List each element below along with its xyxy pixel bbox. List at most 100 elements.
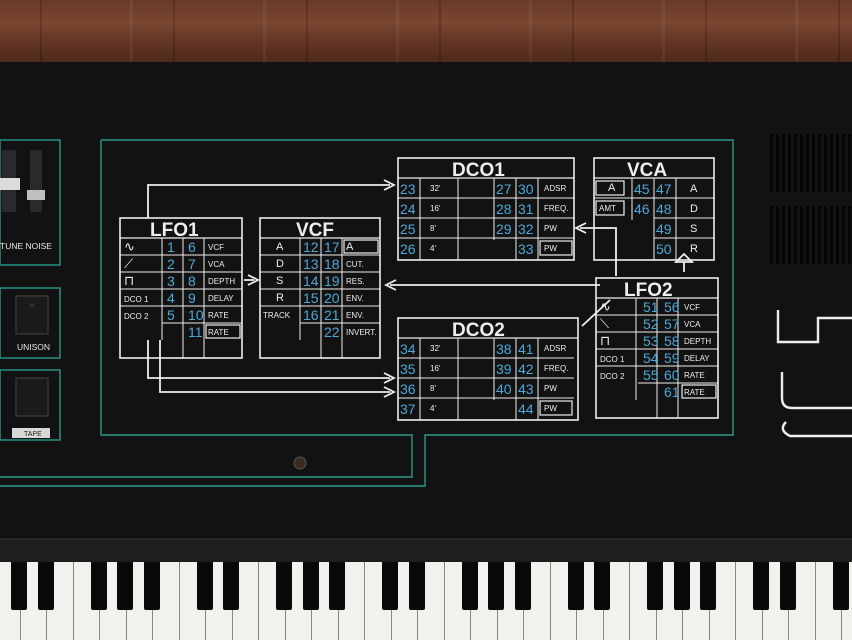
dco2-num-b-0: 38: [496, 341, 512, 357]
vcf-label-2: RES.: [346, 277, 365, 286]
vcf-label-5: INVERT.: [346, 328, 377, 337]
dco2-num-a-1: 35: [400, 361, 416, 377]
dco1-num-b-2: 29: [496, 221, 512, 237]
dco2-num-c-3: 44: [518, 401, 534, 417]
black-key[interactable]: [832, 562, 849, 610]
dco1-feet-3: 4': [430, 244, 436, 253]
vcf-label-1: CUT.: [346, 260, 364, 269]
vcf-num-right-1: 18: [324, 256, 340, 272]
panel-border-inner: [0, 140, 413, 478]
lfo1-rate-pill: [205, 324, 241, 339]
lfo2-num-right-3: 59: [664, 350, 680, 366]
vcf-attack-pill: [343, 239, 379, 254]
black-key[interactable]: [700, 562, 717, 610]
lfo1-num-left-2: 3: [167, 273, 175, 289]
dco1-feet-2: 8': [430, 224, 436, 233]
lfo1-num-left-1: 2: [167, 256, 175, 272]
dco1-label-1: FREQ.: [544, 204, 568, 213]
tune-slider-cap[interactable]: [0, 178, 20, 190]
vcf-label-0: A: [346, 241, 354, 253]
noise-slider[interactable]: [30, 150, 42, 212]
black-key[interactable]: [514, 562, 531, 610]
black-key[interactable]: [329, 562, 346, 610]
vca-left-1: AMT: [599, 204, 616, 213]
black-key[interactable]: [647, 562, 664, 610]
black-key[interactable]: [382, 562, 399, 610]
lfo1-wave-3: DCO 1: [124, 295, 149, 304]
vcf-num-right-4: 21: [324, 307, 340, 323]
black-key[interactable]: [488, 562, 505, 610]
dco2-label-2: PW: [544, 384, 557, 393]
black-key[interactable]: [779, 562, 796, 610]
black-key[interactable]: [567, 562, 584, 610]
dco2-feet-3: 4': [430, 404, 436, 413]
lfo2-label-5: RATE: [684, 388, 705, 397]
lfo2-num-right-1: 57: [664, 316, 680, 332]
black-key[interactable]: [196, 562, 213, 610]
lfo1-label-0: VCF: [208, 243, 224, 252]
lfo1-label-1: VCA: [208, 260, 225, 269]
lfo2-num-right-5: 61: [664, 384, 680, 400]
dco1-num-a-2: 25: [400, 221, 416, 237]
lfo2-wave-2: ⊓: [600, 333, 610, 348]
panel-screw: [293, 456, 307, 470]
lfo2-label-3: DELAY: [684, 354, 710, 363]
vcf-num-right-2: 19: [324, 273, 340, 289]
noise-slider-cap[interactable]: [27, 190, 45, 200]
black-key[interactable]: [11, 562, 28, 610]
lfo1-num-left-4: 5: [167, 307, 175, 323]
black-key[interactable]: [461, 562, 478, 610]
black-key[interactable]: [223, 562, 240, 610]
dco2-feet-1: 16': [430, 364, 441, 373]
lfo1-num-right-4: 10: [188, 307, 204, 323]
black-key[interactable]: [143, 562, 160, 610]
vca-left-pill-1: [595, 200, 625, 216]
dco1-num-a-0: 23: [400, 181, 416, 197]
dco1-label-0: ADSR: [544, 184, 566, 193]
black-key[interactable]: [37, 562, 54, 610]
lfo1-wave-0: ∿: [124, 239, 135, 254]
unison-button[interactable]: [15, 295, 49, 335]
logo-shape-bottom: [781, 421, 852, 438]
lfo2-label-0: VCF: [684, 303, 700, 312]
black-key[interactable]: [117, 562, 134, 610]
dco2-num-a-3: 37: [400, 401, 416, 417]
lfo2-rate-pill: [681, 384, 717, 399]
black-key[interactable]: [673, 562, 690, 610]
dco2-feet-0: 32': [430, 344, 441, 353]
vcf-label-4: ENV.: [346, 311, 364, 320]
black-key[interactable]: [302, 562, 319, 610]
dco2-label-0: ADSR: [544, 344, 566, 353]
logo-shape-mid: [780, 372, 852, 410]
lfo2-num-left-3: 54: [643, 350, 659, 366]
black-key[interactable]: [594, 562, 611, 610]
dco2-num-c-1: 42: [518, 361, 534, 377]
logo-shape-top: [776, 310, 852, 344]
vca-num-b-2: 49: [656, 221, 672, 237]
dco1-num-c-0: 30: [518, 181, 534, 197]
panel-border: [0, 139, 734, 487]
vcf-num-left-1: 13: [303, 256, 319, 272]
black-key[interactable]: [408, 562, 425, 610]
lfo2-label-1: VCA: [684, 320, 701, 329]
dco2-feet-2: 8': [430, 384, 436, 393]
black-key[interactable]: [276, 562, 293, 610]
lfo2-wave-1: ⟍: [600, 316, 610, 331]
dco2-pw-pill: [539, 400, 573, 416]
vca-num-b-1: 48: [656, 201, 672, 217]
lfo2-num-right-0: 56: [664, 299, 680, 315]
vcf-env-label-2: S: [276, 275, 283, 287]
tune-noise-frame: [0, 139, 61, 266]
black-key[interactable]: [90, 562, 107, 610]
lfo2-num-right-2: 58: [664, 333, 680, 349]
lfo1-num-right-1: 7: [188, 256, 196, 272]
black-key[interactable]: [753, 562, 770, 610]
lfo2-label-4: RATE: [684, 371, 705, 380]
tape-button[interactable]: [15, 377, 49, 417]
dco2-num-b-1: 39: [496, 361, 512, 377]
vcf-title: VCF: [296, 220, 334, 241]
lfo2-num-left-0: 51: [643, 299, 659, 315]
